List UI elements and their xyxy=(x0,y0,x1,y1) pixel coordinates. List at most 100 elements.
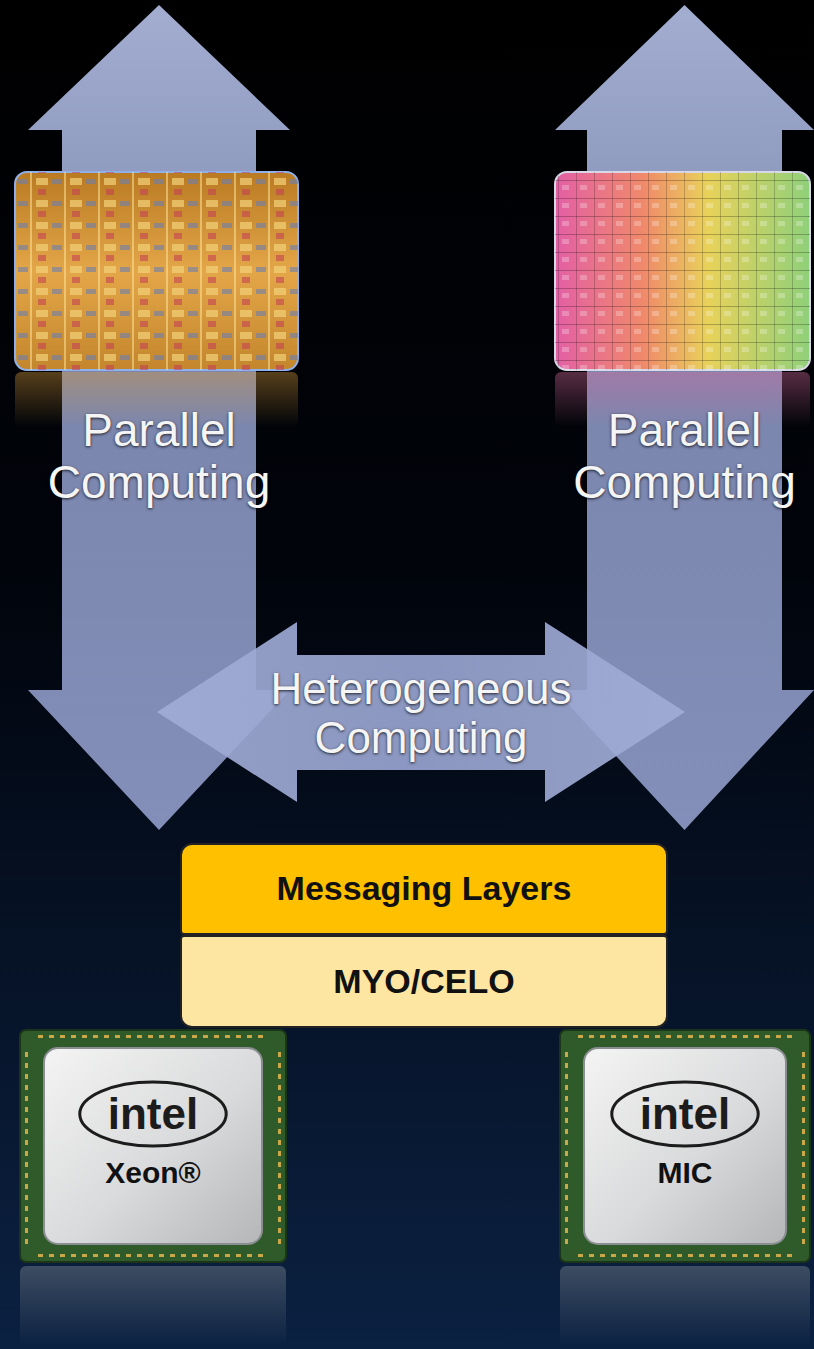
layer-box: MYO/CELO xyxy=(180,935,668,1028)
chip-pad xyxy=(104,1254,109,1257)
chip-pad xyxy=(137,1254,142,1257)
chip-pad xyxy=(278,1228,281,1233)
chip-pad xyxy=(278,1052,281,1057)
chip-pad xyxy=(38,1035,43,1038)
chip-pad xyxy=(278,1151,281,1156)
chip-pad xyxy=(565,1118,568,1123)
chip-pad xyxy=(721,1035,726,1038)
chip-pad xyxy=(38,1254,43,1257)
chip-pad xyxy=(565,1052,568,1057)
chip-pad xyxy=(214,1035,219,1038)
chip-pad xyxy=(802,1107,805,1112)
chip-pad xyxy=(802,1129,805,1134)
chip-pad xyxy=(565,1151,568,1156)
chip-pad xyxy=(115,1035,120,1038)
xeon-die-texture xyxy=(15,172,298,370)
chip-pad xyxy=(802,1173,805,1178)
chip-pad xyxy=(225,1035,230,1038)
chip-pad xyxy=(71,1035,76,1038)
chip-pad xyxy=(258,1254,263,1257)
chip-pad xyxy=(278,1074,281,1079)
chip-pad xyxy=(258,1035,263,1038)
chip-pad xyxy=(93,1254,98,1257)
chip-pad xyxy=(278,1184,281,1189)
chip-pad xyxy=(278,1195,281,1200)
chip-pad xyxy=(25,1118,28,1123)
double-arrow: Parallel Computing xyxy=(28,5,290,830)
logo-swoosh xyxy=(612,1082,758,1146)
chip-pad xyxy=(677,1254,682,1257)
chip-reflection xyxy=(20,1266,286,1346)
chip-pad xyxy=(247,1035,252,1038)
chip-pad xyxy=(743,1254,748,1257)
heat-spreader xyxy=(584,1048,786,1244)
chip-pad xyxy=(787,1254,792,1257)
chip-pad xyxy=(565,1063,568,1068)
chip-pad xyxy=(278,1206,281,1211)
chip-pad xyxy=(82,1035,87,1038)
chip-pad xyxy=(137,1035,142,1038)
chip-pad xyxy=(148,1254,153,1257)
chip-pad xyxy=(126,1035,131,1038)
chip-pad xyxy=(25,1195,28,1200)
chip-pad xyxy=(644,1254,649,1257)
chip-pad xyxy=(181,1254,186,1257)
chip-pad xyxy=(633,1254,638,1257)
chip-pad xyxy=(565,1195,568,1200)
chip-pad xyxy=(203,1254,208,1257)
chip-pad xyxy=(278,1063,281,1068)
chip-pad xyxy=(732,1035,737,1038)
chip-pad xyxy=(710,1035,715,1038)
chip-pad xyxy=(655,1254,660,1257)
arrow-label: Heterogeneous Computing xyxy=(261,664,581,763)
double-arrow: Heterogeneous Computing xyxy=(157,622,685,802)
chip-pad xyxy=(600,1254,605,1257)
arrow-body xyxy=(157,622,685,802)
chip-pad xyxy=(278,1107,281,1112)
chip-pad xyxy=(802,1096,805,1101)
chip-pad xyxy=(578,1254,583,1257)
chip-shape xyxy=(560,1030,810,1262)
chip-pad xyxy=(600,1035,605,1038)
chip-pad xyxy=(203,1035,208,1038)
chip-pad xyxy=(278,1162,281,1167)
chip-pad xyxy=(278,1118,281,1123)
chip-pad xyxy=(126,1254,131,1257)
logo-text: intel xyxy=(108,1092,198,1136)
chip-pad xyxy=(565,1140,568,1145)
chip-pad xyxy=(754,1254,759,1257)
chip-pad xyxy=(115,1254,120,1257)
chip-pad xyxy=(278,1096,281,1101)
chip-pad xyxy=(589,1035,594,1038)
chip-pad xyxy=(802,1162,805,1167)
chip-pad xyxy=(765,1254,770,1257)
chip-pad xyxy=(802,1074,805,1079)
chip-pad xyxy=(25,1228,28,1233)
chip-pad xyxy=(278,1085,281,1090)
chip-pad xyxy=(49,1254,54,1257)
chip-pad xyxy=(25,1052,28,1057)
layer-box: Messaging Layers xyxy=(180,843,668,935)
chip-pad xyxy=(25,1162,28,1167)
chip-pad xyxy=(565,1129,568,1134)
chip-pad xyxy=(170,1254,175,1257)
chip-pad xyxy=(565,1228,568,1233)
chip-reflection xyxy=(560,1266,810,1346)
chip-pad xyxy=(666,1035,671,1038)
chip-pad xyxy=(565,1162,568,1167)
chip-pad xyxy=(60,1035,65,1038)
chip-pad xyxy=(802,1118,805,1123)
chip-pad xyxy=(565,1206,568,1211)
chip-pad xyxy=(214,1254,219,1257)
chip-pad xyxy=(802,1063,805,1068)
chip-pad xyxy=(688,1035,693,1038)
chip-pad xyxy=(688,1254,693,1257)
chip-pad xyxy=(589,1254,594,1257)
chip-pad xyxy=(622,1035,627,1038)
chip-pad xyxy=(754,1035,759,1038)
layer-label: MYO/CELO xyxy=(333,962,514,1001)
chip-pad xyxy=(278,1173,281,1178)
chip-pad xyxy=(565,1074,568,1079)
double-arrow: Parallel Computing xyxy=(555,5,814,830)
